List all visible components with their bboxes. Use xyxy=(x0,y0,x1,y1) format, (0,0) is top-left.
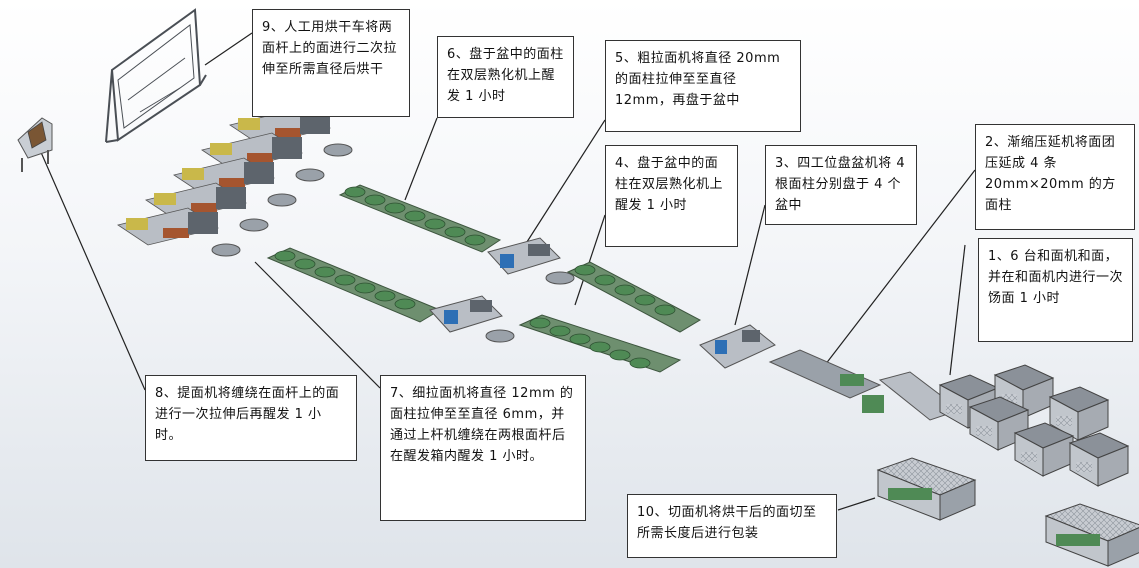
work-cell xyxy=(229,107,353,157)
step-8-label: 8、提面机将缠绕在面杆上的面进行一次拉伸后再醒发 1 小时。 xyxy=(145,375,357,461)
work-cell xyxy=(117,207,241,257)
step-9-label: 9、人工用烘干车将两面杆上的面进行二次拉伸至所需直径后烘干 xyxy=(252,9,410,117)
drying-cart xyxy=(105,8,207,143)
right-proofing-conveyors xyxy=(518,261,702,373)
work-cell xyxy=(173,157,297,207)
lower-left-proofing-conveyor xyxy=(266,247,442,323)
calender-line xyxy=(768,349,962,421)
lifting-machine xyxy=(17,117,53,172)
dough-mixer xyxy=(1068,432,1130,487)
step-6-label: 6、盘于盆中的面柱在双层熟化机上醒发 1 小时 xyxy=(437,36,574,118)
work-cell xyxy=(145,182,269,232)
upper-proofing-conveyor xyxy=(338,184,502,253)
step-4-label: 4、盘于盆中的面柱在双层熟化机上醒发 1 小时 xyxy=(605,145,738,247)
step-10-label: 10、切面机将烘干后的面切至所需长度后进行包装 xyxy=(627,494,837,558)
step-1-label: 1、6 台和面机和面，并在和面机内进行一次饧面 1 小时 xyxy=(978,238,1133,342)
basin-coiling-machine xyxy=(699,324,776,369)
fine-stretching-machine xyxy=(429,295,515,343)
coarse-stretching-machine xyxy=(487,237,575,285)
step-3-label: 3、四工位盘盆机将 4 根面柱分别盘于 4 个盆中 xyxy=(765,145,917,225)
work-cells xyxy=(117,107,353,257)
step-5-label: 5、粗拉面机将直径 20mm 的面柱拉伸至至直径 12mm，再盘于盆中 xyxy=(605,40,801,132)
cutting-machine xyxy=(876,457,977,521)
dough-mixers xyxy=(938,364,1130,487)
leader-lines xyxy=(39,32,976,511)
step-7-label: 7、细拉面机将直径 12mm 的面柱拉伸至至直径 6mm，并通过上杆机缠绕在两根… xyxy=(380,375,586,521)
dough-mixer xyxy=(1048,386,1110,441)
cutting-machine xyxy=(1044,503,1139,567)
work-cell xyxy=(201,132,325,182)
step-2-label: 2、渐缩压延机将面团压延成 4 条 20mm×20mm 的方面柱 xyxy=(975,124,1135,230)
